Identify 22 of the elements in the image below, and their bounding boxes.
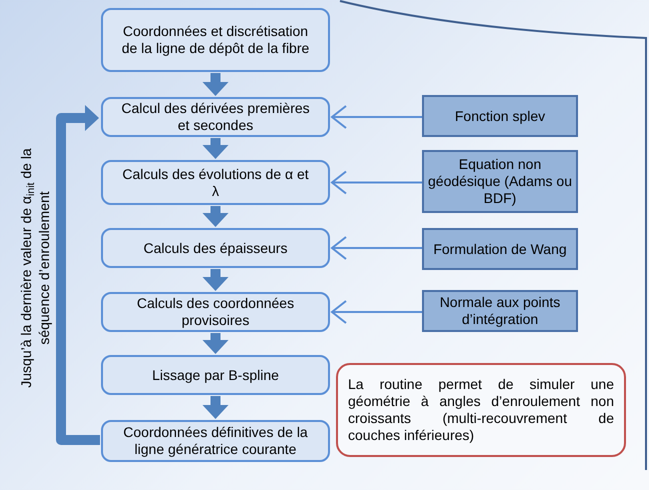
process-box: Calculs des coordonnées provisoires [101,292,330,332]
input-box: Normale aux points d’intégration [422,290,578,332]
input-box: Formulation de Wang [422,228,578,270]
block-arrow [202,138,228,159]
block-arrow [202,206,228,227]
process-box: Calculs des épaisseurs [101,228,330,268]
process-box: Calculs des évolutions de α et λ [101,160,330,205]
process-box: Coordonnées définitives de la ligne génératrice courante [101,420,330,462]
input-box: Equation non géodésique (Adams ou BDF) [422,150,578,213]
block-arrow [202,73,228,96]
arrow [331,236,422,260]
process-box: Coordonnées et discrétisation de la ligne de dépôt de la fibre [101,8,330,72]
arrow [331,170,422,194]
block-arrow [202,333,228,354]
arrow [331,105,422,129]
block-arrow [202,396,228,419]
arrow [331,300,422,324]
note-box: La routine permet de simuler une géométrie à angles d’enroulement non croissants (multi-recouvrement de couches inférieures) [336,363,626,457]
block-arrow [202,269,228,291]
process-box: Calcul des dérivées premières et secondes [101,97,330,137]
process-box: Lissage par B-spline [101,355,330,395]
input-box: Fonction splev [422,95,578,137]
